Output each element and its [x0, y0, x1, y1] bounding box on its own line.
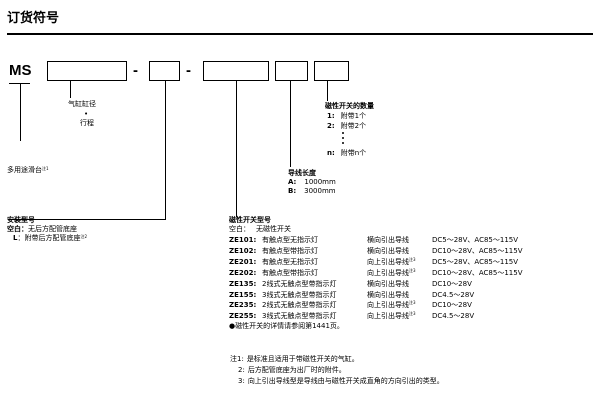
switch-row: ZE101: 有触点型无指示灯 横向引出导线 DC5～28V、AC85～115V [229, 236, 519, 244]
stroke-label: 行程 [80, 119, 94, 127]
title-rule [7, 33, 593, 35]
leader-switch-qty [327, 81, 328, 101]
bore-dot: • [84, 110, 89, 118]
mounting-row-l: L：附带后方配管底座注2 [13, 234, 88, 242]
switch-model-table: ZE101: 有触点型无指示灯 横向引出导线 DC5～28V、AC85～115V… [229, 235, 523, 322]
lead-length-b: B:3000mm [288, 187, 336, 195]
switch-qty-2: 2:附带2个 [327, 122, 367, 130]
leader-mounting-horizontal [8, 219, 166, 220]
page-title: 订货符号 [7, 11, 60, 26]
switch-qty-title: 磁性开关的数量 [325, 102, 374, 110]
switch-qty-1: 1:附带1个 [327, 112, 367, 120]
bore-stroke-box [47, 61, 127, 81]
mounting-title: 安装型号 [7, 216, 35, 224]
dash-2: - [186, 62, 191, 79]
mounting-row-blank: 空白：无后方配管底座 [7, 225, 77, 233]
note-1: 注1:是标准且适用于带磁性开关的气缸。 [230, 355, 359, 363]
multi-use-label: 多用途滑台注1 [7, 166, 49, 174]
note-2: 2:后方配管底座为出厂时的附件。 [238, 366, 346, 374]
prefix-underline [9, 83, 30, 84]
switch-row: ZE202: 有触点型带指示灯 向上引出导线注3 DC10～28V、AC85～1… [229, 267, 523, 277]
switch-row: ZE235: 2线式无触点型带指示灯 向上引出导线注3 DC10～28V [229, 300, 472, 310]
leader-lead-length [290, 81, 291, 167]
switch-row: ZE255: 3线式无触点型带指示灯 向上引出导线注3 DC4.5～28V [229, 311, 475, 321]
switch-qty-box [314, 61, 349, 81]
lead-length-a: A:1000mm [288, 178, 336, 186]
mounting-box [149, 61, 180, 81]
switch-model-box [203, 61, 269, 81]
lead-length-title: 导线长度 [288, 169, 316, 177]
leader-multi-use [20, 83, 21, 141]
vertical-ellipsis [342, 132, 344, 144]
note-3: 3:向上引出导线型是导线由与磁性开关成直角的方向引出的类型。 [238, 377, 444, 385]
leader-mounting [165, 81, 166, 219]
leader-bore [70, 81, 71, 98]
switch-row: ZE135: 2线式无触点型带指示灯 横向引出导线 DC10～28V [229, 279, 472, 288]
switch-row: ZE102: 有触点型带指示灯 横向引出导线 DC10～28V、AC85～115… [229, 246, 523, 255]
dash-1: - [133, 62, 138, 79]
lead-length-box [275, 61, 308, 81]
model-code-prefix: MS [9, 62, 32, 79]
switch-qty-n: n:附带n个 [327, 149, 367, 157]
switch-model-blank: 空白：无磁性开关 [229, 225, 291, 233]
switch-row: ZE201: 有触点型无指示灯 向上引出导线注3 DC5～28V、AC85～11… [229, 256, 519, 266]
switch-row: ZE155: 3线式无触点型带指示灯 横向引出导线 DC4.5～28V [229, 290, 475, 299]
switch-model-title: 磁性开关型号 [229, 216, 271, 224]
switch-detail-reference: ●磁性开关的详情请参阅第1441页。 [229, 322, 344, 330]
leader-switch-model [236, 81, 237, 217]
bore-label: 气缸缸径 [68, 100, 96, 108]
